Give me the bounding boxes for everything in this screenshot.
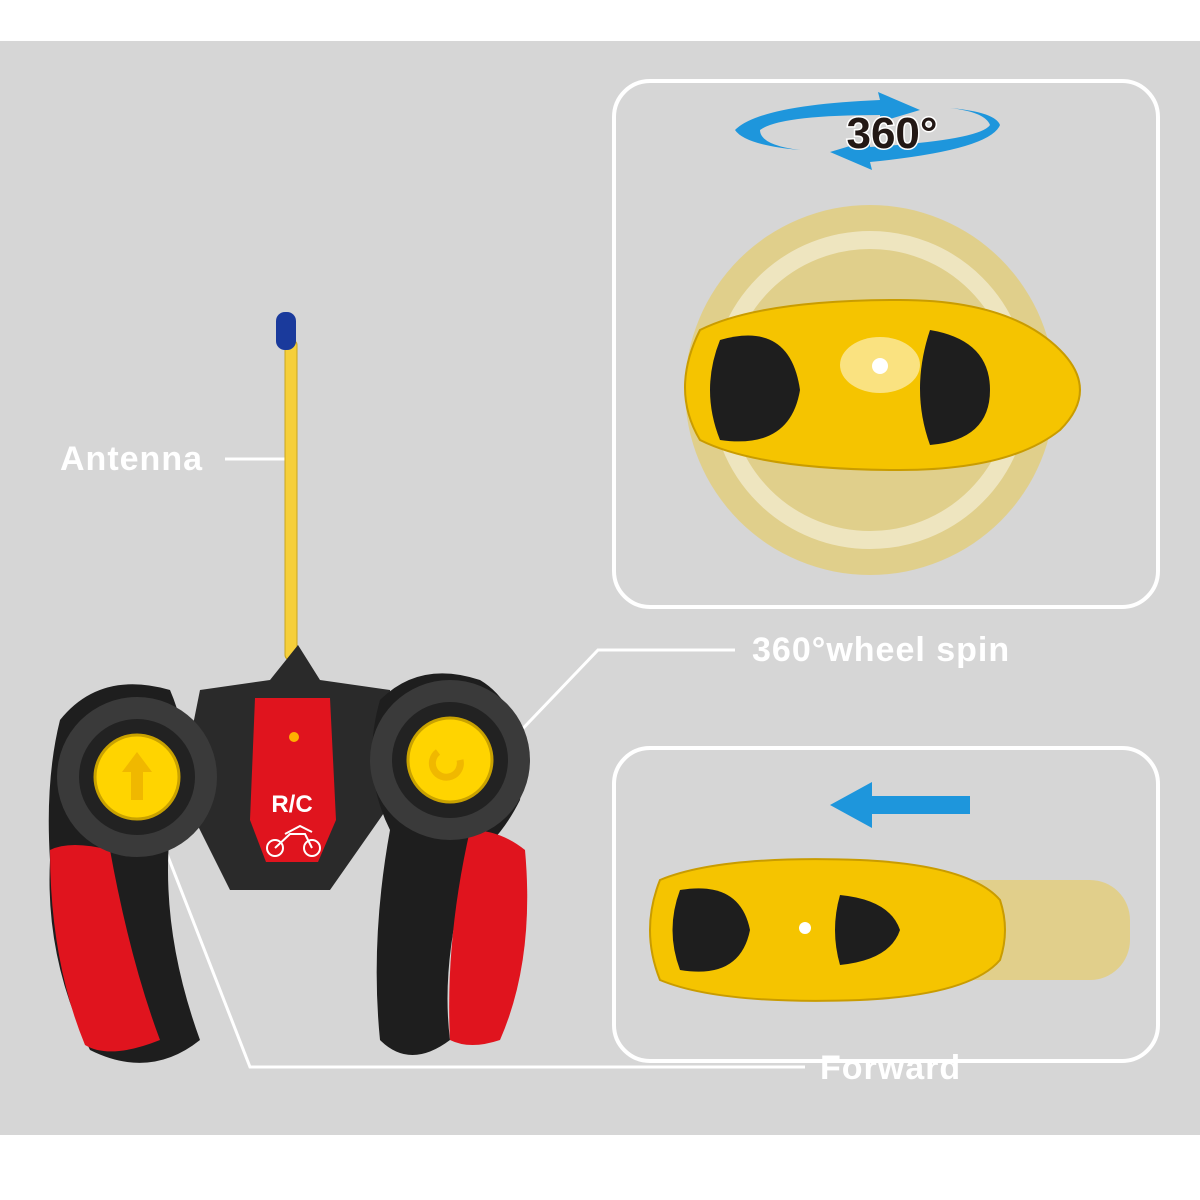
circular-arrows-icon (735, 92, 1000, 170)
rc-badge-text: R/C (271, 791, 312, 818)
left-arrow-icon (830, 782, 970, 828)
forward-demo-box (612, 746, 1160, 1063)
leader-lines (135, 457, 805, 1069)
controller-icon: R/C (48, 645, 530, 1063)
rotation-badge: 360° (846, 109, 937, 158)
antenna-icon (276, 312, 298, 661)
forward-label: Forward (820, 1049, 962, 1087)
spinning-motorcycle-image (684, 205, 1081, 575)
spin-demo-box (612, 79, 1160, 609)
antenna-label: Antenna (60, 440, 203, 478)
forward-motorcycle-image (649, 858, 1130, 1002)
motorcycle-icon (266, 824, 321, 857)
wheel-spin-label: 360°wheel spin (752, 631, 1011, 669)
